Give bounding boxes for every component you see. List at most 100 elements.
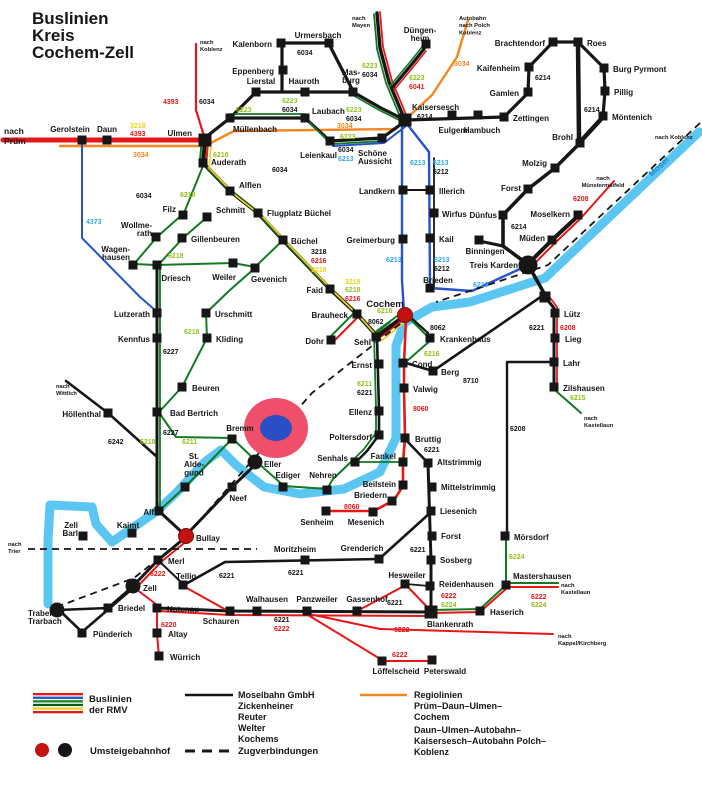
- direction-label-nach-koblenz: nach Koblenz: [655, 135, 693, 141]
- line-number-6221: 6221: [410, 547, 426, 554]
- station-zell-label: Zell: [143, 584, 157, 593]
- station-daun-label: Daun: [97, 125, 117, 134]
- direction-label-kastellaun: Kastellaun: [561, 590, 591, 596]
- station-cond-label: Cond: [412, 360, 433, 369]
- bus-route-line: [182, 557, 381, 587]
- direction-label-münstermaifeld: Münstermaifeld: [582, 183, 625, 189]
- line-number-6212: 6212: [433, 169, 449, 176]
- station-pünderich: [77, 628, 87, 638]
- station-brohl-label: Brohl: [552, 133, 573, 142]
- station-möntenich-label: Möntenich: [612, 113, 652, 122]
- line-number-6223: 6223: [409, 75, 425, 82]
- page-title: Buslinien: [32, 9, 109, 28]
- station-landkern: [398, 185, 408, 195]
- station-laubach-label: Laubach: [312, 107, 345, 116]
- station-notenau: [152, 603, 162, 613]
- station-düngenheim-label: Düngen-: [404, 26, 437, 35]
- line-number-4373: 4373: [86, 219, 102, 226]
- station-wagenhausen-label: Wagen-: [101, 245, 130, 254]
- bus-route-line: [81, 142, 156, 311]
- bus-route-line: [350, 93, 402, 122]
- station-schmitt: [202, 212, 212, 222]
- station-kalenborn-label: Kalenborn: [232, 40, 272, 49]
- bus-route-line: [407, 314, 430, 335]
- direction-label-kappel-kirchberg: Kappel/Kirchberg: [558, 641, 607, 647]
- station-kaimt-label: Kaimt: [117, 521, 140, 530]
- bus-route-line: [307, 614, 383, 661]
- line-number-6215: 6215: [570, 395, 586, 402]
- station-abzweig-treis: [539, 291, 551, 303]
- station-st-aldegund-label: St.: [189, 452, 199, 461]
- bus-route-line: [308, 613, 554, 635]
- line-number-6221: 6221: [288, 570, 304, 577]
- station-merl-label: Merl: [168, 557, 184, 566]
- line-number-6208: 6208: [560, 325, 576, 332]
- station-kaisersesch: [398, 113, 412, 127]
- station-urschmitt-label: Urschmitt: [215, 310, 253, 319]
- bus-route-line: [390, 47, 426, 90]
- direction-label-nach: nach: [352, 16, 366, 22]
- station-peterswald-label: Peterswald: [424, 667, 466, 676]
- line-number-6221: 6221: [274, 617, 290, 624]
- station-gerolstein-label: Gerolstein: [50, 125, 90, 134]
- line-number-6214: 6214: [511, 224, 527, 231]
- station-nehren-label: Nehren: [309, 471, 337, 480]
- station-poltersdorf: [374, 430, 384, 440]
- legend-umsteige-black-circle: [58, 743, 72, 757]
- station-wollmerath-label: Wollme-: [121, 221, 152, 230]
- page-title: Kreis: [32, 26, 75, 45]
- bus-route-line: [254, 242, 281, 268]
- station-hauroth: [300, 87, 310, 97]
- station-cochem-label: Cochem: [366, 299, 403, 310]
- station-mesenich-label: Mesenich: [348, 518, 385, 527]
- line-number-6213: 6213: [410, 160, 426, 167]
- line-number-6218: 6218: [180, 192, 196, 199]
- legend-moselbahn-label: Moselbahn GmbH: [238, 690, 315, 700]
- line-number-6212: 6212: [434, 266, 450, 273]
- line-number-6214: 6214: [535, 75, 551, 82]
- station-reidenhausen: [425, 581, 435, 591]
- bus-route-line: [184, 586, 229, 612]
- station-senheim-label: Senheim: [300, 518, 333, 527]
- station-haserich: [475, 606, 485, 616]
- bus-route-line: [194, 42, 206, 138]
- legend-moselbahn-label: Reuter: [238, 712, 267, 722]
- station-laubach: [300, 113, 310, 123]
- station-notenau-label: Notenau: [167, 605, 199, 614]
- station-eulgem: [447, 110, 457, 120]
- direction-label-autobahn: Autobahn: [459, 16, 487, 22]
- line-number-6034: 6034: [282, 107, 298, 114]
- bus-route-line: [400, 122, 406, 314]
- bus-route-line: [373, 13, 402, 120]
- station-bullay-label: Bullay: [196, 534, 221, 543]
- station-zell-barl-label: Zell: [64, 521, 78, 530]
- station-weiler-label: Weiler: [212, 273, 236, 282]
- bus-route-line: [133, 165, 204, 265]
- station-höllenthal: [103, 408, 113, 418]
- station-treis-karden: [518, 255, 538, 275]
- station-roes-label: Roes: [587, 39, 607, 48]
- station-brieden: [425, 283, 435, 293]
- station-ediger-label: Ediger: [276, 471, 301, 480]
- station-masburg-label: Mas-: [342, 68, 361, 77]
- station-altstrimmig-label: Altstrimmig: [437, 458, 482, 467]
- line-number-8060: 8060: [413, 406, 429, 413]
- line-number-3218: 3218: [311, 267, 327, 274]
- station-gevenich-label: Gevenich: [251, 275, 287, 284]
- station-auderath: [198, 158, 208, 168]
- bus-route-line: [332, 125, 407, 147]
- station-gamlen: [523, 87, 533, 97]
- station-altay-label: Altay: [168, 630, 188, 639]
- station-forst-label: Forst: [501, 184, 521, 193]
- station-ellenz: [374, 406, 384, 416]
- station-lahr: [549, 357, 559, 367]
- line-number-6216: 6216: [311, 258, 327, 265]
- station-moritzheim-label: Moritzheim: [274, 545, 316, 554]
- legend-rmv-stripe: [33, 711, 83, 714]
- station-faid-label: Faid: [307, 286, 324, 295]
- station-kaifenheim: [524, 62, 534, 72]
- station-forst-label: Forst: [441, 532, 461, 541]
- station-müllenbach-label: Müllenbach: [233, 125, 277, 134]
- line-number-4393: 4393: [163, 99, 179, 106]
- station-kennfus: [152, 333, 162, 343]
